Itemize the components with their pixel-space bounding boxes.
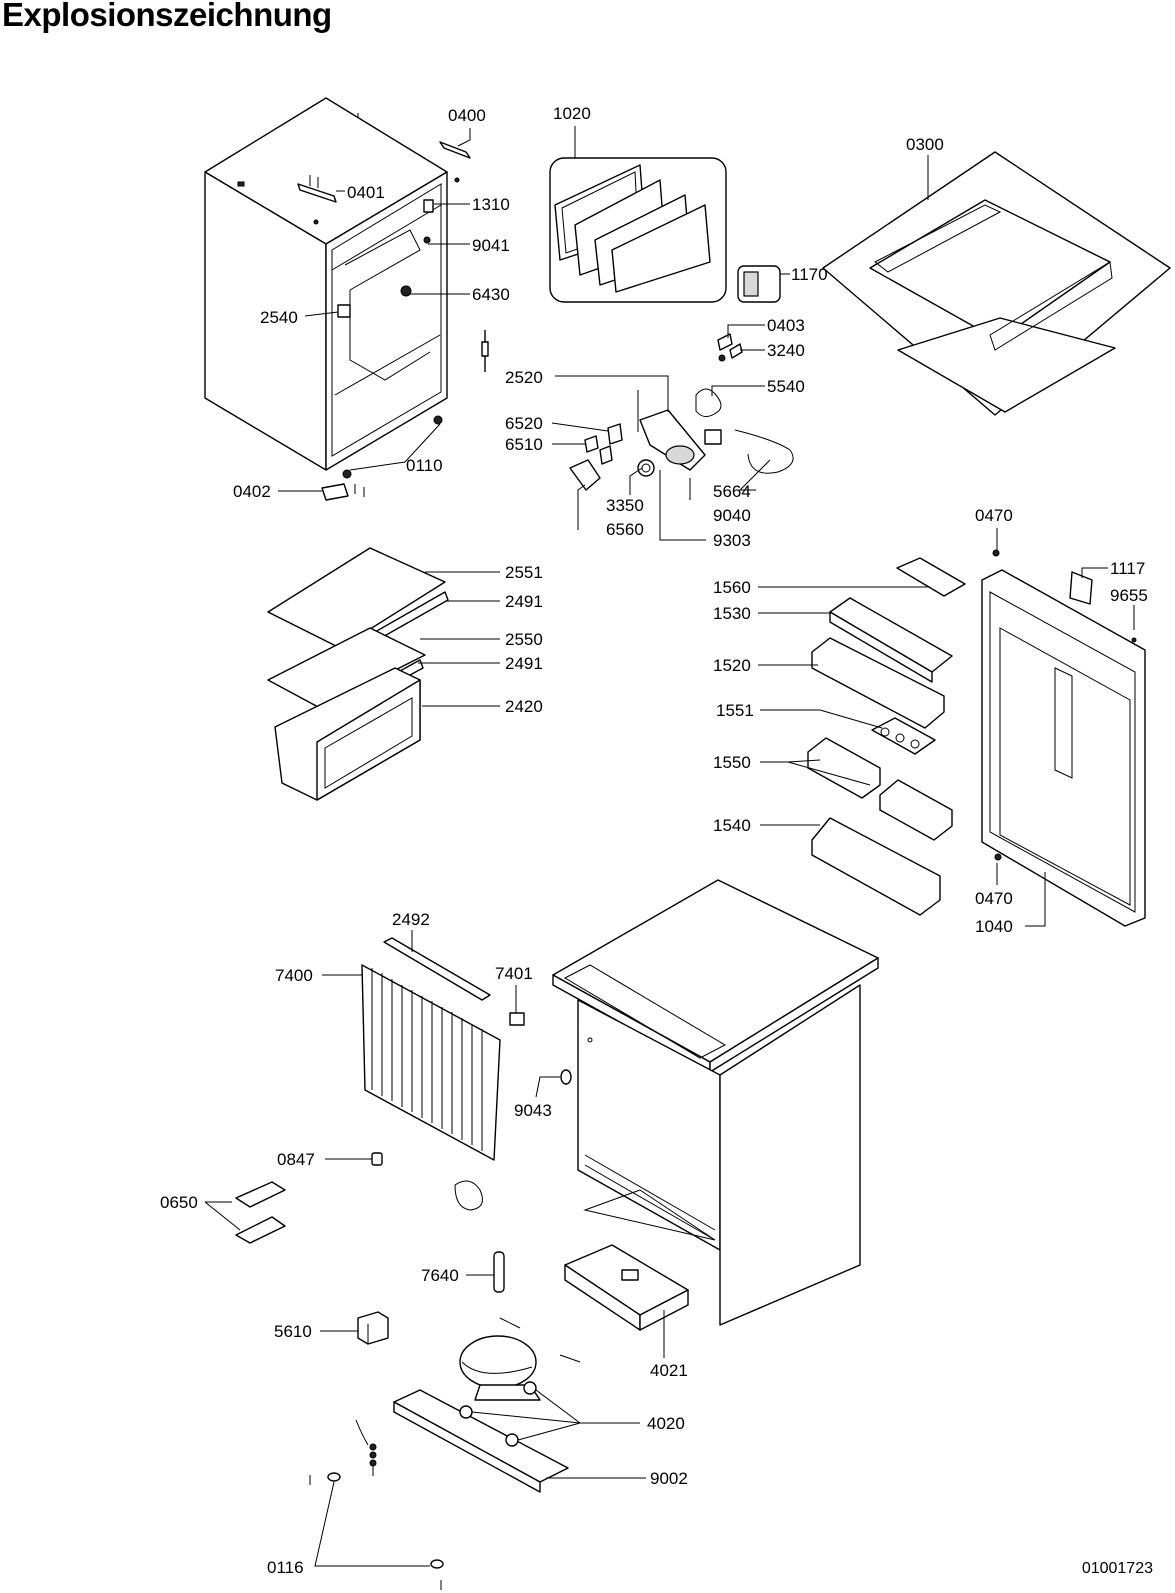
callout-2520: 2520	[505, 368, 543, 387]
door-shelf-split-left	[807, 737, 881, 799]
callout-4021: 4021	[650, 1361, 688, 1380]
callout-0400: 0400	[448, 106, 486, 125]
callout-1520: 1520	[713, 656, 751, 675]
callout-5664: 5664	[713, 482, 751, 501]
callout-1550: 1550	[713, 753, 751, 772]
callout-1530: 1530	[713, 604, 751, 623]
compressor	[459, 1317, 581, 1401]
callout-9041: 9041	[472, 236, 510, 255]
fastener-stack	[355, 1419, 377, 1476]
small-bracket-parts	[717, 333, 743, 362]
callout-5540: 5540	[767, 377, 805, 396]
callout-0650: 0650	[160, 1193, 198, 1212]
callout-9002: 9002	[650, 1469, 688, 1488]
hinge-cover-part	[297, 175, 337, 225]
callout-1117: 1117	[1110, 559, 1145, 578]
door-shelf-bottom	[811, 817, 941, 916]
callout-0110: 0110	[406, 456, 443, 475]
callout-1551: 1551	[716, 701, 754, 720]
callout-9043: 9043	[514, 1101, 552, 1120]
callout-2551: 2551	[505, 563, 543, 582]
leveling-feet	[309, 1472, 444, 1590]
callout-7400: 7400	[275, 966, 313, 985]
callout-1310: 1310	[472, 195, 510, 214]
callout-labels: 0400 1020 0300 0401 1310 9041 1170 6430 …	[160, 104, 1148, 1577]
callout-0470-bottom: 0470	[975, 889, 1013, 908]
top-cover-panel	[822, 151, 1171, 416]
document-number: 01001723	[1081, 1560, 1153, 1577]
callout-0401: 0401	[347, 183, 385, 202]
grommet-part	[560, 1069, 572, 1085]
callout-7401: 7401	[495, 964, 533, 983]
callout-0847: 0847	[277, 1150, 315, 1169]
callout-6520: 6520	[505, 414, 543, 433]
callout-2491-upper: 2491	[505, 592, 543, 611]
callout-1020: 1020	[553, 104, 591, 123]
egg-tray	[896, 557, 966, 597]
outer-cabinet	[552, 879, 879, 1326]
handle-part	[737, 265, 781, 303]
callout-6430: 6430	[472, 285, 510, 304]
sensor-probe-part	[481, 330, 489, 372]
drip-tray	[564, 1244, 689, 1331]
cabinet-shell	[204, 97, 448, 479]
callout-3240: 3240	[767, 341, 805, 360]
callout-1040: 1040	[975, 917, 1013, 936]
callout-1170: 1170	[791, 265, 828, 284]
clip-part-0847	[371, 1152, 383, 1166]
callout-2492: 2492	[392, 910, 430, 929]
crisper-drawer	[274, 667, 421, 801]
callout-2491-lower: 2491	[505, 654, 543, 673]
clip-part-7401	[509, 1012, 525, 1026]
callout-0403: 0403	[767, 316, 805, 335]
callout-4020: 4020	[647, 1414, 685, 1433]
callout-9303: 9303	[713, 531, 751, 550]
callout-5610: 5610	[274, 1322, 312, 1341]
callout-0470-top: 0470	[975, 506, 1013, 525]
bottle-holder-small	[871, 717, 936, 755]
callout-1560: 1560	[713, 578, 751, 597]
door-shelf-large	[811, 637, 945, 729]
starter-relay	[357, 1311, 389, 1345]
callout-0300: 0300	[906, 135, 944, 154]
callout-0116: 0116	[267, 1558, 304, 1577]
callout-2550: 2550	[505, 630, 543, 649]
door-shelf-cover	[829, 597, 953, 683]
callout-7640: 7640	[421, 1266, 459, 1285]
callout-2540: 2540	[260, 308, 298, 327]
callout-9655: 9655	[1110, 586, 1148, 605]
callout-2420: 2420	[505, 697, 543, 716]
callout-3350: 3350	[606, 496, 644, 515]
thermostat-housing-assembly	[569, 388, 794, 500]
door-shelf-split-right	[879, 779, 953, 841]
callout-9040: 9040	[713, 506, 751, 525]
callout-6560: 6560	[606, 520, 644, 539]
leader-lines	[204, 126, 1135, 1567]
filter-dryer	[493, 1251, 505, 1293]
refrigerator-door	[981, 549, 1146, 927]
label-sheets	[235, 1181, 286, 1244]
callout-1540: 1540	[713, 816, 751, 835]
bottom-hinge-part	[321, 483, 365, 501]
condenser-coil	[361, 937, 501, 1211]
top-hinge-part	[439, 141, 471, 183]
freezer-door-assembly	[549, 157, 727, 303]
callout-0402: 0402	[233, 482, 271, 501]
page-title: Explosionszeichnung	[2, 0, 332, 33]
compressor-base-plate	[393, 1381, 569, 1493]
callout-6510: 6510	[505, 435, 543, 454]
